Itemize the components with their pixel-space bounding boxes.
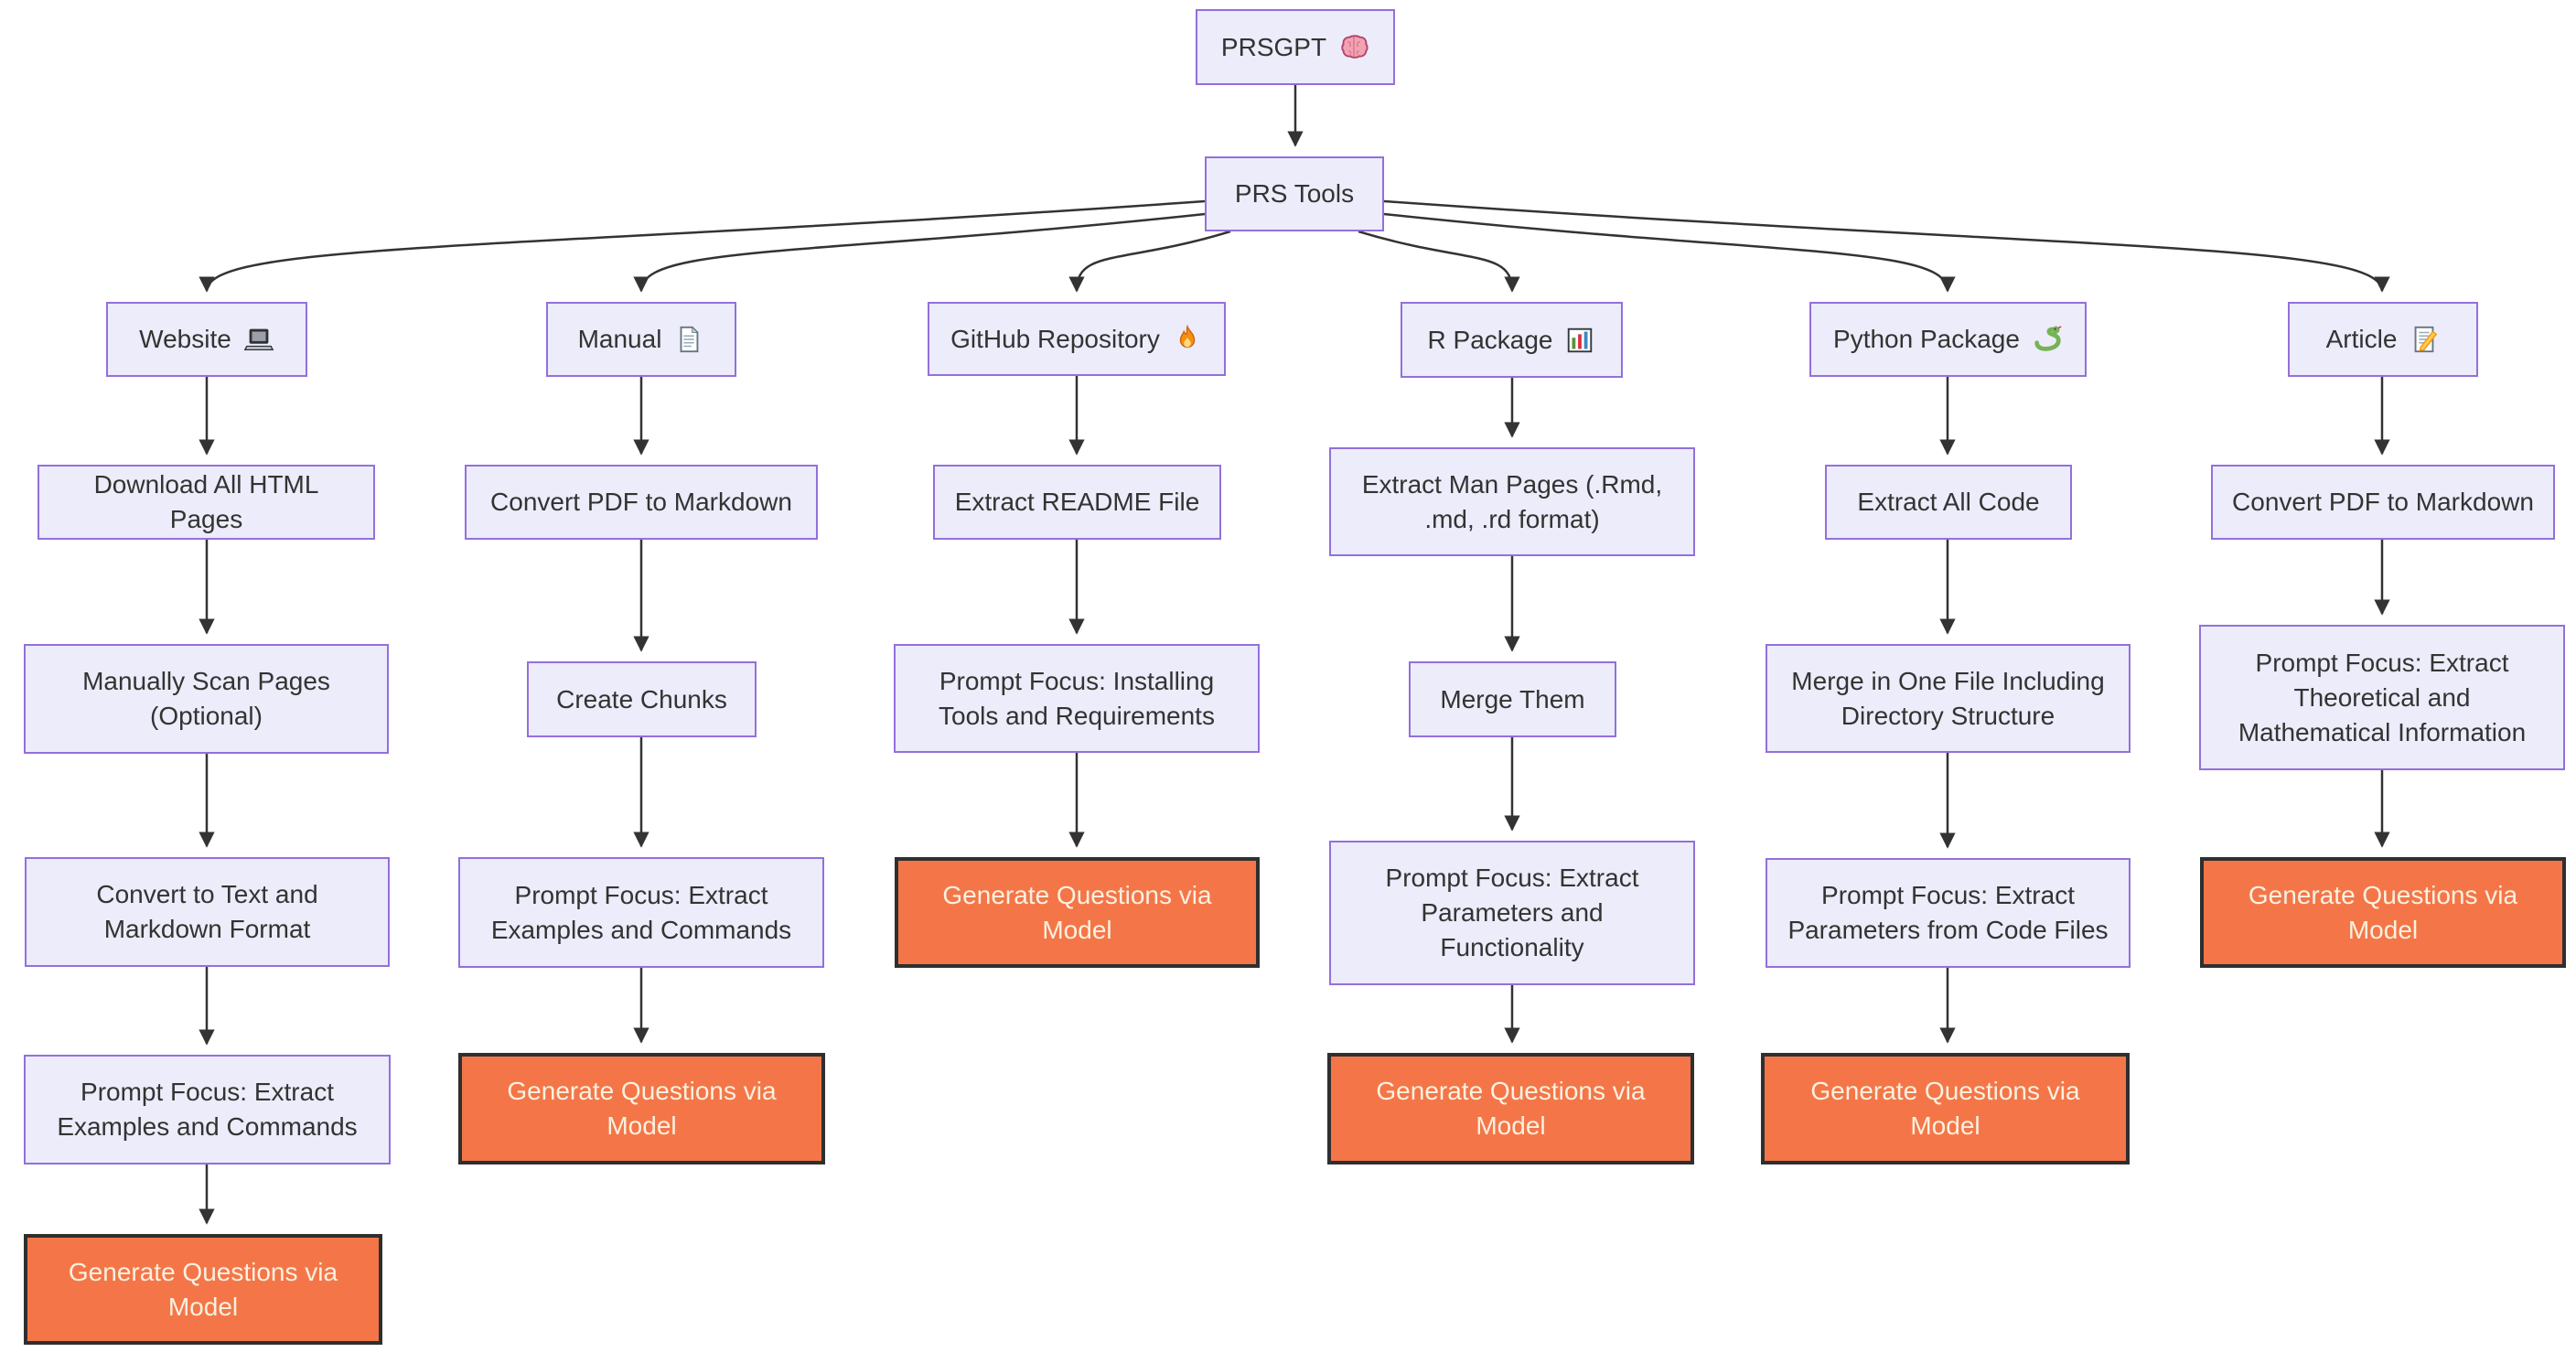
node-step: Convert PDF to Markdown — [2211, 465, 2555, 540]
node-step: Prompt Focus: Extract Examples and Comma… — [458, 857, 824, 968]
node-github-repository: GitHub Repository — [928, 302, 1226, 376]
node-label: Generate Questions via Model — [68, 1257, 338, 1321]
node-step: Merge Them — [1409, 661, 1616, 737]
node-generate-questions: Generate Questions via Model — [458, 1053, 825, 1164]
node-label: Manual — [577, 325, 662, 353]
node-step: Prompt Focus: Extract Examples and Comma… — [24, 1055, 391, 1164]
node-step: Convert to Text and Markdown Format — [25, 857, 390, 967]
node-step: Create Chunks — [527, 661, 757, 737]
node-label: Extract README File — [954, 488, 1200, 516]
memo-icon — [2409, 324, 2440, 355]
node-label: R Package — [1427, 325, 1553, 354]
edge-hub-python — [1383, 212, 1956, 293]
node-label: Prompt Focus: Extract Examples and Comma… — [490, 880, 792, 944]
edge-hub-article — [1383, 199, 2390, 293]
node-label: Convert to Text and Markdown Format — [96, 880, 318, 943]
node-prs-tools: PRS Tools — [1205, 156, 1384, 231]
edge-hub-website — [199, 199, 1206, 293]
node-label: Prompt Focus: Extract Theoretical and Ma… — [2238, 648, 2527, 746]
node-label: Generate Questions via Model — [1810, 1077, 2080, 1140]
laptop-icon — [243, 324, 274, 355]
node-step: Prompt Focus: Extract Parameters from Co… — [1766, 858, 2131, 968]
node-label: Generate Questions via Model — [942, 880, 1212, 944]
node-generate-questions: Generate Questions via Model — [1761, 1053, 2130, 1164]
brain-icon — [1338, 32, 1369, 63]
node-manual: Manual — [546, 302, 736, 377]
node-label: Prompt Focus: Extract Parameters and Fun… — [1385, 864, 1639, 961]
node-generate-questions: Generate Questions via Model — [895, 857, 1260, 968]
node-label: Article — [2325, 325, 2398, 353]
edge-hub-manual — [633, 212, 1206, 293]
fire-icon — [1172, 324, 1203, 355]
node-step: Extract Man Pages (.Rmd, .md, .rd format… — [1329, 447, 1695, 556]
node-label: PRS Tools — [1234, 179, 1355, 208]
node-step: Prompt Focus: Extract Parameters and Fun… — [1329, 841, 1695, 985]
node-generate-questions: Generate Questions via Model — [1327, 1053, 1694, 1164]
node-label: Merge in One File Including Directory St… — [1791, 666, 2105, 730]
node-label: Generate Questions via Model — [507, 1077, 777, 1140]
node-label: Python Package — [1833, 325, 2020, 353]
node-step: Extract All Code — [1825, 465, 2072, 540]
node-generate-questions: Generate Questions via Model — [2200, 857, 2566, 968]
node-step: Merge in One File Including Directory St… — [1766, 644, 2131, 753]
snake-icon — [2032, 324, 2063, 355]
node-label: Prompt Focus: Extract Examples and Comma… — [57, 1078, 358, 1141]
node-step: Prompt Focus: Extract Theoretical and Ma… — [2199, 625, 2565, 770]
bar-chart-icon — [1564, 325, 1595, 356]
node-label: Website — [139, 325, 231, 353]
node-label: Extract All Code — [1857, 488, 2040, 516]
node-python-package: Python Package — [1809, 302, 2087, 377]
edge-hub-rpackage — [1358, 230, 1520, 293]
node-label: GitHub Repository — [950, 324, 1160, 353]
node-label: Extract Man Pages (.Rmd, .md, .rd format… — [1361, 469, 1663, 533]
page-icon — [673, 324, 704, 355]
node-prsgpt: PRSGPT — [1196, 9, 1395, 85]
node-article: Article — [2288, 302, 2478, 377]
node-label: Create Chunks — [556, 684, 727, 714]
node-step: Manually Scan Pages (Optional) — [24, 644, 389, 754]
node-label: Convert PDF to Markdown — [490, 488, 792, 516]
node-label: Download All HTML Pages — [93, 470, 319, 533]
node-label: Generate Questions via Model — [1376, 1077, 1646, 1140]
node-label: PRSGPT — [1220, 32, 1327, 61]
node-step: Download All HTML Pages — [38, 465, 375, 540]
node-step: Convert PDF to Markdown — [465, 465, 818, 540]
node-label: Convert PDF to Markdown — [2232, 488, 2534, 516]
edge-hub-github — [1068, 230, 1231, 293]
node-label: Manually Scan Pages (Optional) — [82, 667, 330, 730]
node-step: Extract README File — [933, 465, 1221, 540]
node-label: Merge Them — [1440, 684, 1585, 714]
node-website: Website — [106, 302, 307, 377]
node-r-package: R Package — [1401, 302, 1623, 378]
node-label: Prompt Focus: Installing Tools and Requi… — [939, 666, 1215, 730]
node-label: Generate Questions via Model — [2248, 880, 2518, 944]
node-step: Prompt Focus: Installing Tools and Requi… — [894, 644, 1260, 753]
node-label: Prompt Focus: Extract Parameters from Co… — [1787, 881, 2109, 944]
node-generate-questions: Generate Questions via Model — [24, 1234, 382, 1345]
